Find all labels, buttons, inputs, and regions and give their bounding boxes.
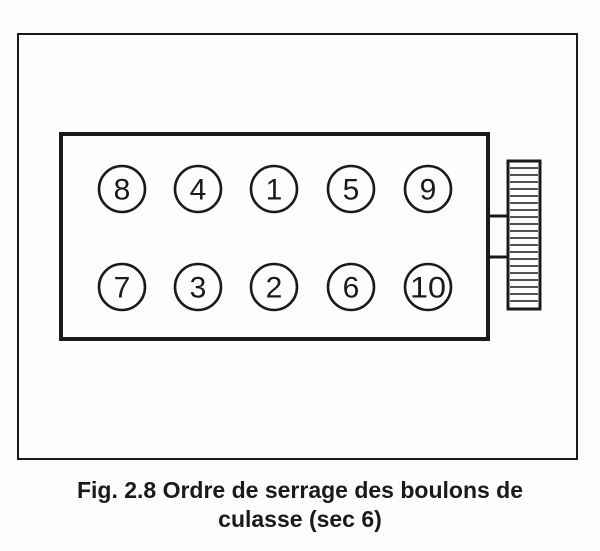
bolt-number: 6	[343, 272, 360, 305]
bolt-10: 10	[403, 262, 453, 312]
bolt-number: 2	[266, 272, 283, 305]
bolt-number: 5	[343, 174, 360, 207]
bolt-6: 6	[326, 262, 376, 312]
bolt-row-bottom: 7 3 2 6 10	[97, 262, 453, 312]
timing-pulley-body	[506, 159, 542, 311]
bolt-circle	[249, 164, 299, 214]
bolt-circle	[173, 262, 223, 312]
timing-pulley	[506, 159, 542, 311]
bolt-number: 3	[190, 272, 207, 305]
bolt-number: 1	[266, 174, 283, 207]
bolt-circle	[403, 262, 453, 312]
bolt-9: 9	[403, 164, 453, 214]
bolt-circle	[249, 262, 299, 312]
bolt-number: 9	[420, 174, 437, 207]
figure-frame	[17, 33, 578, 460]
bolt-circle	[326, 262, 376, 312]
caption-line-2: culasse (sec 6)	[218, 506, 382, 532]
bolt-circle	[326, 164, 376, 214]
cylinder-head-outline	[59, 132, 490, 341]
bolt-3: 3	[173, 262, 223, 312]
bolt-row-top: 8 4 1 5 9	[97, 164, 453, 214]
bolt-circle	[403, 164, 453, 214]
bolt-5: 5	[326, 164, 376, 214]
bolt-4: 4	[173, 164, 223, 214]
caption-line-1: Fig. 2.8 Ordre de serrage des boulons de	[76, 477, 524, 503]
bolt-circle	[97, 262, 147, 312]
figure-caption: Fig. 2.8 Ordre de serrage des boulons de…	[0, 476, 600, 534]
bolt-2: 2	[249, 262, 299, 312]
bolt-number: 8	[114, 174, 131, 207]
bolt-circle	[173, 164, 223, 214]
bolt-circle	[97, 164, 147, 214]
bolt-number: 10	[410, 272, 446, 305]
bolt-number: 4	[190, 174, 207, 207]
bolt-number: 7	[114, 272, 131, 305]
bolt-7: 7	[97, 262, 147, 312]
bolt-8: 8	[97, 164, 147, 214]
bolt-1: 1	[249, 164, 299, 214]
